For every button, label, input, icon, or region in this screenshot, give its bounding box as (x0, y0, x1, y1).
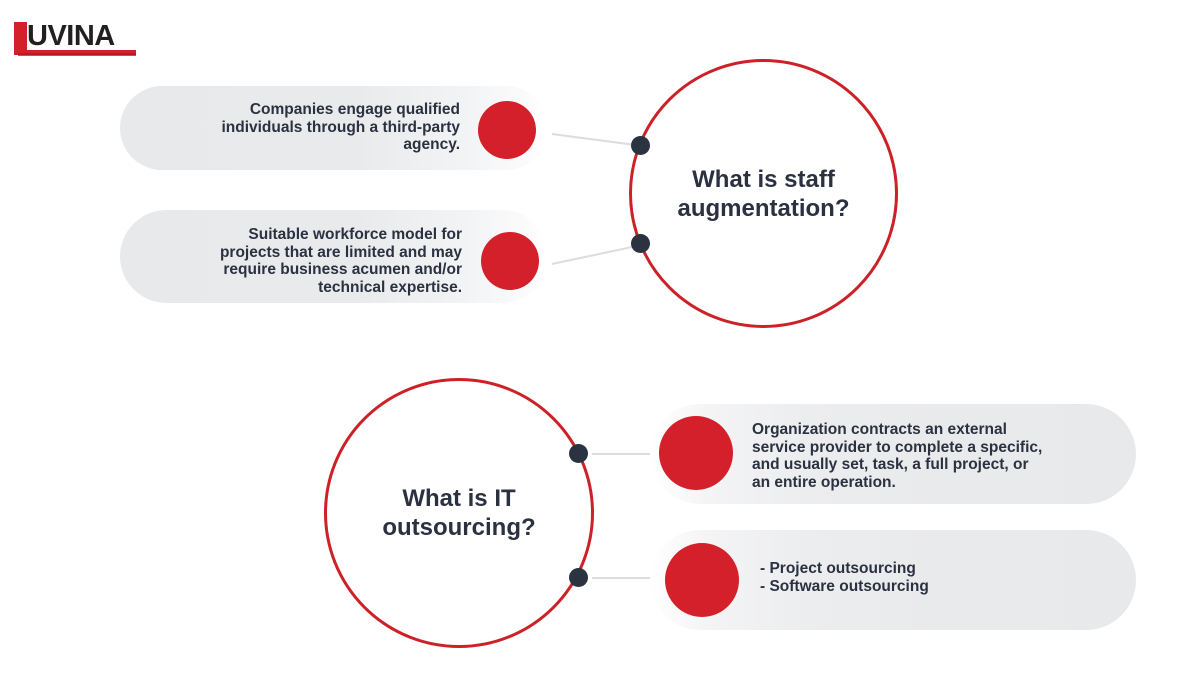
question-circle-it-outsourcing-label: What is IT outsourcing? (382, 485, 536, 541)
question-circle-it-outsourcing[interactable]: What is IT outsourcing? (324, 378, 594, 648)
info-pill-staff-2[interactable] (120, 210, 548, 303)
logo-l-mark-icon (14, 22, 27, 53)
connector-line-staff-1 (551, 133, 638, 147)
logo-underline-bar-icon (14, 50, 136, 55)
info-pill-outsourcing-1-text: Organization contracts an external servi… (752, 421, 1043, 491)
logo-underline-shadow-icon (18, 53, 136, 56)
logo-wordmark: UVINA (27, 20, 115, 52)
info-pill-outsourcing-1-bullet-icon (659, 416, 733, 490)
info-pill-outsourcing-2-text: - Project outsourcing - Software outsour… (760, 560, 929, 595)
info-pill-outsourcing-2-bullet-icon (665, 543, 739, 617)
connector-line-outsourcing-2 (592, 577, 662, 579)
info-pill-staff-2-bullet-icon (481, 232, 539, 290)
info-pill-staff-2-text: Suitable workforce model for projects th… (219, 226, 462, 296)
node-dot-staff-2[interactable] (631, 234, 650, 253)
info-pill-staff-1-bullet-icon (478, 101, 536, 159)
connector-line-outsourcing-1 (592, 453, 660, 455)
info-pill-staff-1-text: Companies engage qualified individuals t… (221, 101, 460, 153)
node-dot-outsourcing-1[interactable] (569, 444, 588, 463)
logo[interactable]: UVINA (14, 20, 139, 62)
question-circle-staff-augmentation[interactable]: What is staff augmentation? (629, 59, 898, 328)
info-pill-staff-1[interactable] (120, 86, 548, 170)
connector-line-staff-2 (551, 244, 639, 265)
node-dot-staff-1[interactable] (631, 136, 650, 155)
question-circle-staff-augmentation-label: What is staff augmentation? (677, 165, 850, 222)
node-dot-outsourcing-2[interactable] (569, 568, 588, 587)
